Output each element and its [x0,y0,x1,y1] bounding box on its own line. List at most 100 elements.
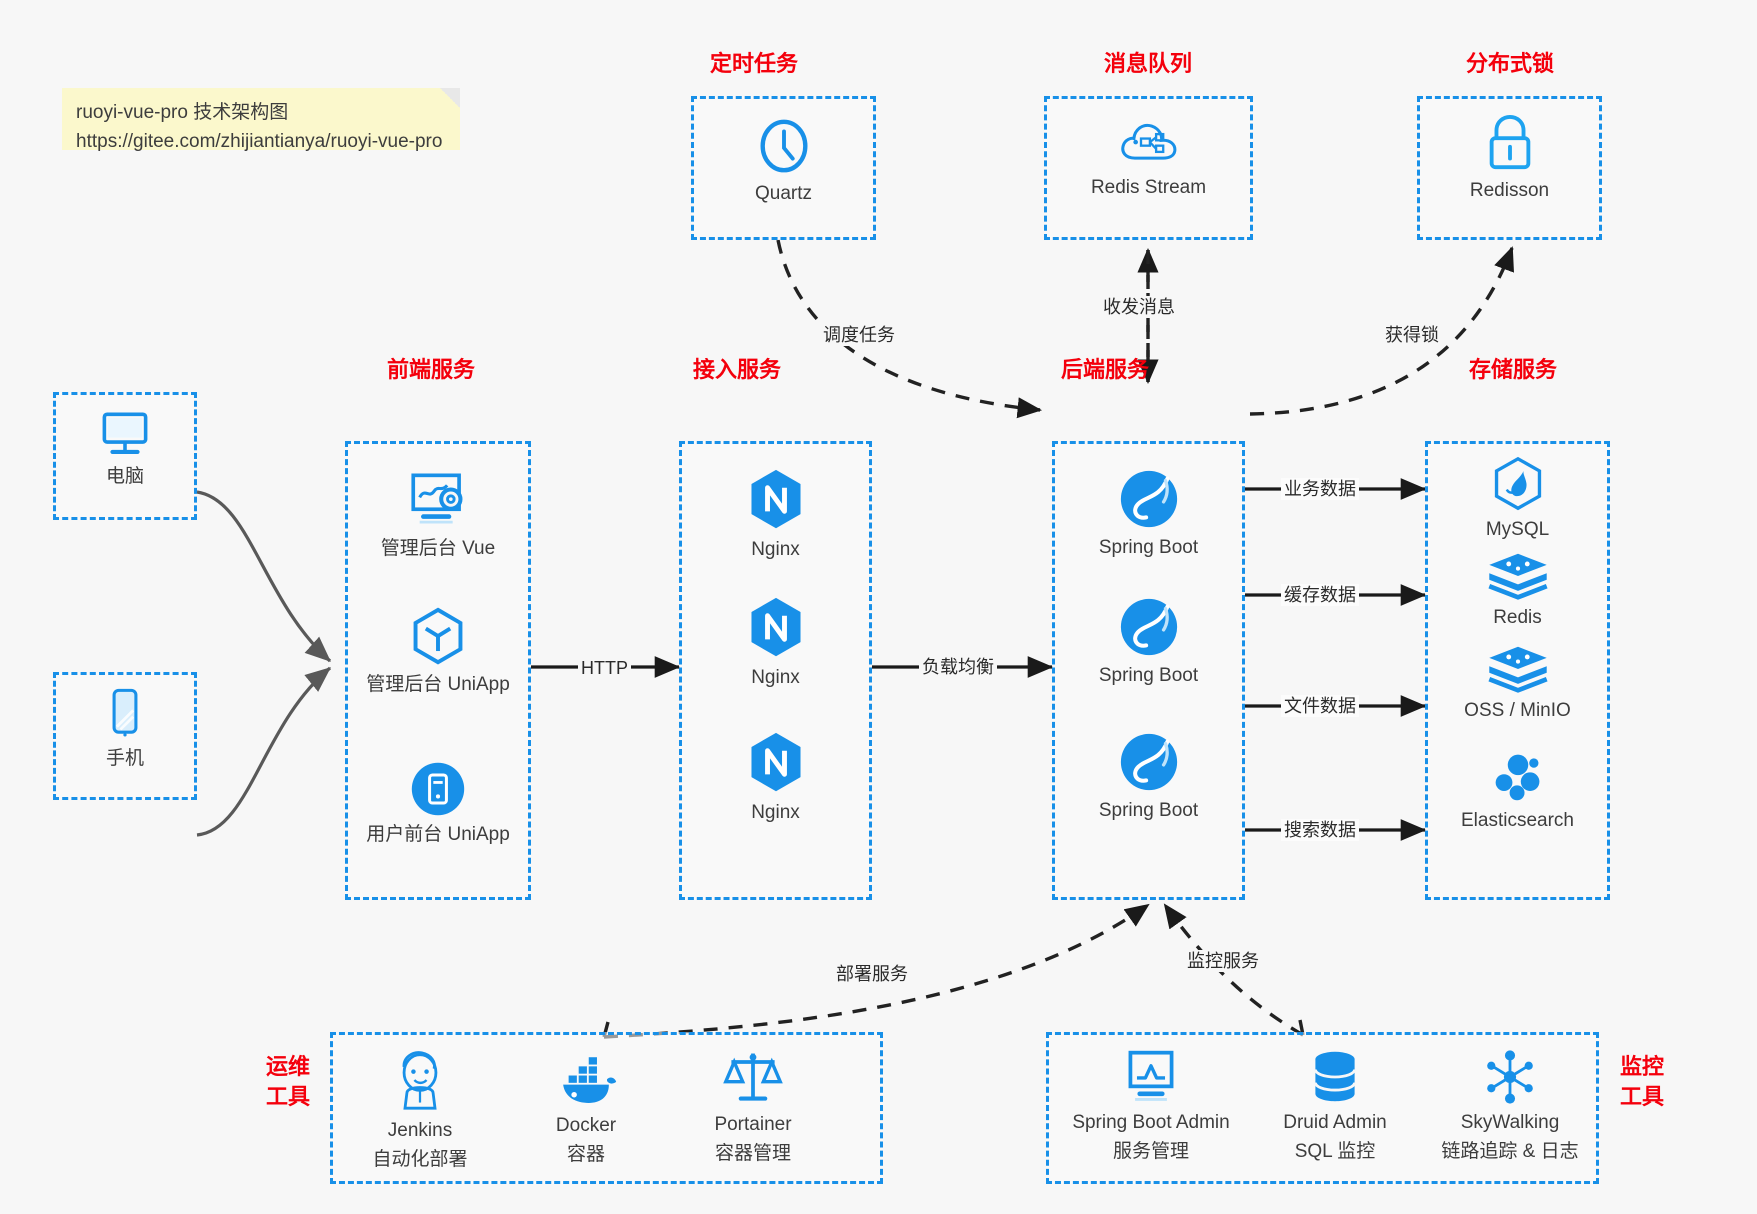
node-label: SkyWalking [1460,1112,1560,1133]
node-label: Elasticsearch [1461,810,1574,831]
oss-icon [1487,646,1548,693]
edge-label-acquire-lock: 获得锁 [1382,324,1442,346]
node-oss-minio[interactable]: OSS / MinIO [1425,644,1610,723]
monitor-chart-icon [1128,1050,1174,1101]
note-fold-corner [440,88,460,108]
group-storage[interactable] [1425,441,1610,900]
node-label: 用户前台 UniApp [366,824,510,845]
scale-icon [723,1053,783,1101]
edge-label-load-balance: 负载均衡 [919,656,997,678]
node-springboot-3[interactable]: Spring Boot [1052,730,1245,823]
node-phone[interactable]: 手机 [53,686,197,771]
desktop-icon [102,412,148,454]
node-label: Docker [555,1115,617,1136]
node-label: Portainer [714,1114,792,1135]
group-title-frontend: 前端服务 [386,357,475,382]
node-admin-uniapp[interactable]: 管理后台 UniApp [345,606,531,697]
node-label: Spring Boot [1098,800,1199,821]
dashboard-icon [411,473,463,524]
group-title-devops: 运维 工具 [258,1052,318,1112]
node-sublabel: 容器 [566,1144,605,1165]
node-redis-stream[interactable]: Redis Stream [1044,115,1253,200]
edge-label-business-data: 业务数据 [1281,478,1359,500]
node-druid-admin[interactable]: Druid Admin SQL 监控 [1250,1048,1420,1164]
nginx-icon [750,732,801,792]
node-sublabel: 容器管理 [714,1143,791,1164]
devops-title-line1: 运维 [265,1054,310,1079]
group-scheduled-task[interactable] [691,96,876,240]
node-admin-vue[interactable]: 管理后台 Vue [345,470,531,561]
node-nginx-3[interactable]: Nginx [679,730,872,825]
nginx-icon [750,469,801,529]
spring-icon [1120,598,1177,656]
node-springboot-2[interactable]: Spring Boot [1052,595,1245,688]
edge-label-cache-data: 缓存数据 [1281,584,1359,606]
database-icon [1314,1051,1356,1102]
group-title-scheduled-task: 定时任务 [709,51,798,76]
node-computer[interactable]: 电脑 [53,408,197,489]
group-title-message-queue: 消息队列 [1103,51,1192,76]
node-docker[interactable]: Docker 容器 [506,1053,666,1167]
node-mysql[interactable]: MySQL [1425,455,1610,542]
edge-label-file-data: 文件数据 [1281,695,1359,717]
elasticsearch-icon [1495,754,1539,801]
edge-label-deploy-service: 部署服务 [833,963,911,985]
node-sublabel: 服务管理 [1112,1141,1189,1162]
node-label: Quartz [754,183,813,204]
node-redisson[interactable]: Redisson [1417,112,1602,203]
node-sublabel: 链路追踪 & 日志 [1441,1141,1579,1162]
diagram-note: ruoyi-vue-pro 技术架构图 https://gitee.com/zh… [62,88,460,152]
node-quartz[interactable]: Quartz [691,115,876,206]
node-label: Jenkins [387,1120,453,1141]
mobile-icon [112,688,138,737]
lock-icon [1489,114,1530,170]
node-label: 管理后台 Vue [380,538,496,559]
nginx-icon [750,597,801,657]
node-label: Nginx [751,802,800,823]
node-label: Redis [1493,607,1542,628]
group-message-queue[interactable] [1044,96,1253,240]
node-nginx-2[interactable]: Nginx [679,595,872,690]
node-sublabel: 自动化部署 [372,1149,468,1170]
jenkins-icon [402,1051,438,1110]
node-elasticsearch[interactable]: Elasticsearch [1425,750,1610,833]
node-label: Spring Boot [1098,537,1199,558]
node-label: 手机 [105,748,144,769]
node-spring-boot-admin[interactable]: Spring Boot Admin 服务管理 [1046,1048,1256,1164]
edge-label-schedule-task: 调度任务 [820,324,898,346]
node-label: Druid Admin [1283,1112,1387,1133]
app-icon [411,762,465,816]
group-title-gateway: 接入服务 [692,357,781,382]
node-sublabel: SQL 监控 [1294,1141,1376,1162]
group-title-distributed-lock: 分布式锁 [1465,51,1554,76]
nodes-network-icon [1487,1050,1533,1104]
group-title-monitor: 监控 工具 [1612,1052,1672,1112]
node-springboot-1[interactable]: Spring Boot [1052,467,1245,560]
docker-icon [563,1057,617,1103]
spring-icon [1120,733,1177,791]
note-url: https://gitee.com/zhijiantianya/ruoyi-vu… [76,131,443,152]
node-label: Nginx [751,539,800,560]
node-skywalking[interactable]: SkyWalking 链路追踪 & 日志 [1410,1048,1610,1164]
node-label: Spring Boot Admin [1072,1112,1230,1133]
cube-icon [413,607,463,665]
group-title-backend: 后端服务 [1060,357,1149,382]
edge-label-monitor-service: 监控服务 [1184,950,1262,972]
node-jenkins[interactable]: Jenkins 自动化部署 [340,1048,500,1172]
node-label: Spring Boot [1098,665,1199,686]
edge-label-http: HTTP [578,657,631,679]
edge-label-search-data: 搜索数据 [1281,819,1359,841]
node-label: MySQL [1485,519,1550,540]
monitor-title-line2: 工具 [1619,1084,1664,1109]
node-label: Redis Stream [1090,177,1207,198]
note-title: ruoyi-vue-pro 技术架构图 [76,102,289,123]
node-portainer[interactable]: Portainer 容器管理 [670,1046,836,1166]
mysql-icon [1494,456,1541,511]
node-label: OSS / MinIO [1464,700,1571,721]
node-nginx-1[interactable]: Nginx [679,467,872,562]
group-title-storage: 存储服务 [1468,357,1557,382]
node-redis[interactable]: Redis [1425,551,1610,630]
clock-icon [760,119,807,173]
node-user-uniapp[interactable]: 用户前台 UniApp [345,760,531,847]
monitor-title-line1: 监控 [1619,1054,1664,1079]
